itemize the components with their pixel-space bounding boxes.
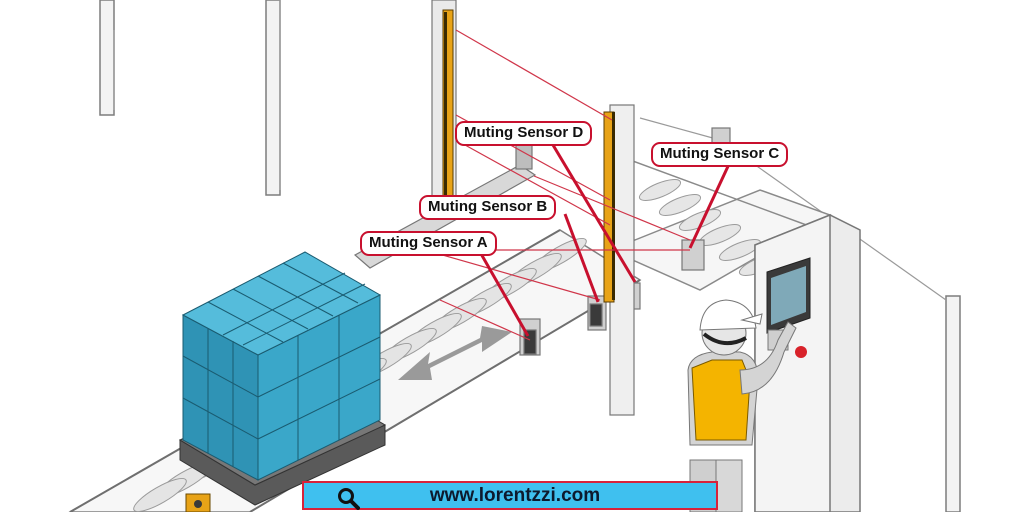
control-panel [754, 213, 861, 512]
website-url: www.lorentzzi.com [429, 485, 601, 506]
label-muting-sensor-a: Muting Sensor A [360, 231, 497, 256]
pallet-load [178, 251, 387, 506]
light-curtain-right [603, 104, 635, 416]
direction-arrow [398, 326, 512, 380]
label-muting-sensor-c: Muting Sensor C [651, 142, 789, 167]
website-banner: www.lorentzzi.com [302, 481, 718, 510]
search-icon [338, 488, 360, 510]
light-curtain-left [431, 0, 457, 201]
callout-pointers [478, 139, 732, 337]
yellow-sensor-box [185, 493, 211, 512]
label-muting-sensor-d: Muting Sensor D [455, 121, 593, 146]
fence-posts [99, 0, 961, 512]
emergency-stop-icon [795, 346, 807, 358]
label-muting-sensor-b: Muting Sensor B [419, 195, 557, 220]
